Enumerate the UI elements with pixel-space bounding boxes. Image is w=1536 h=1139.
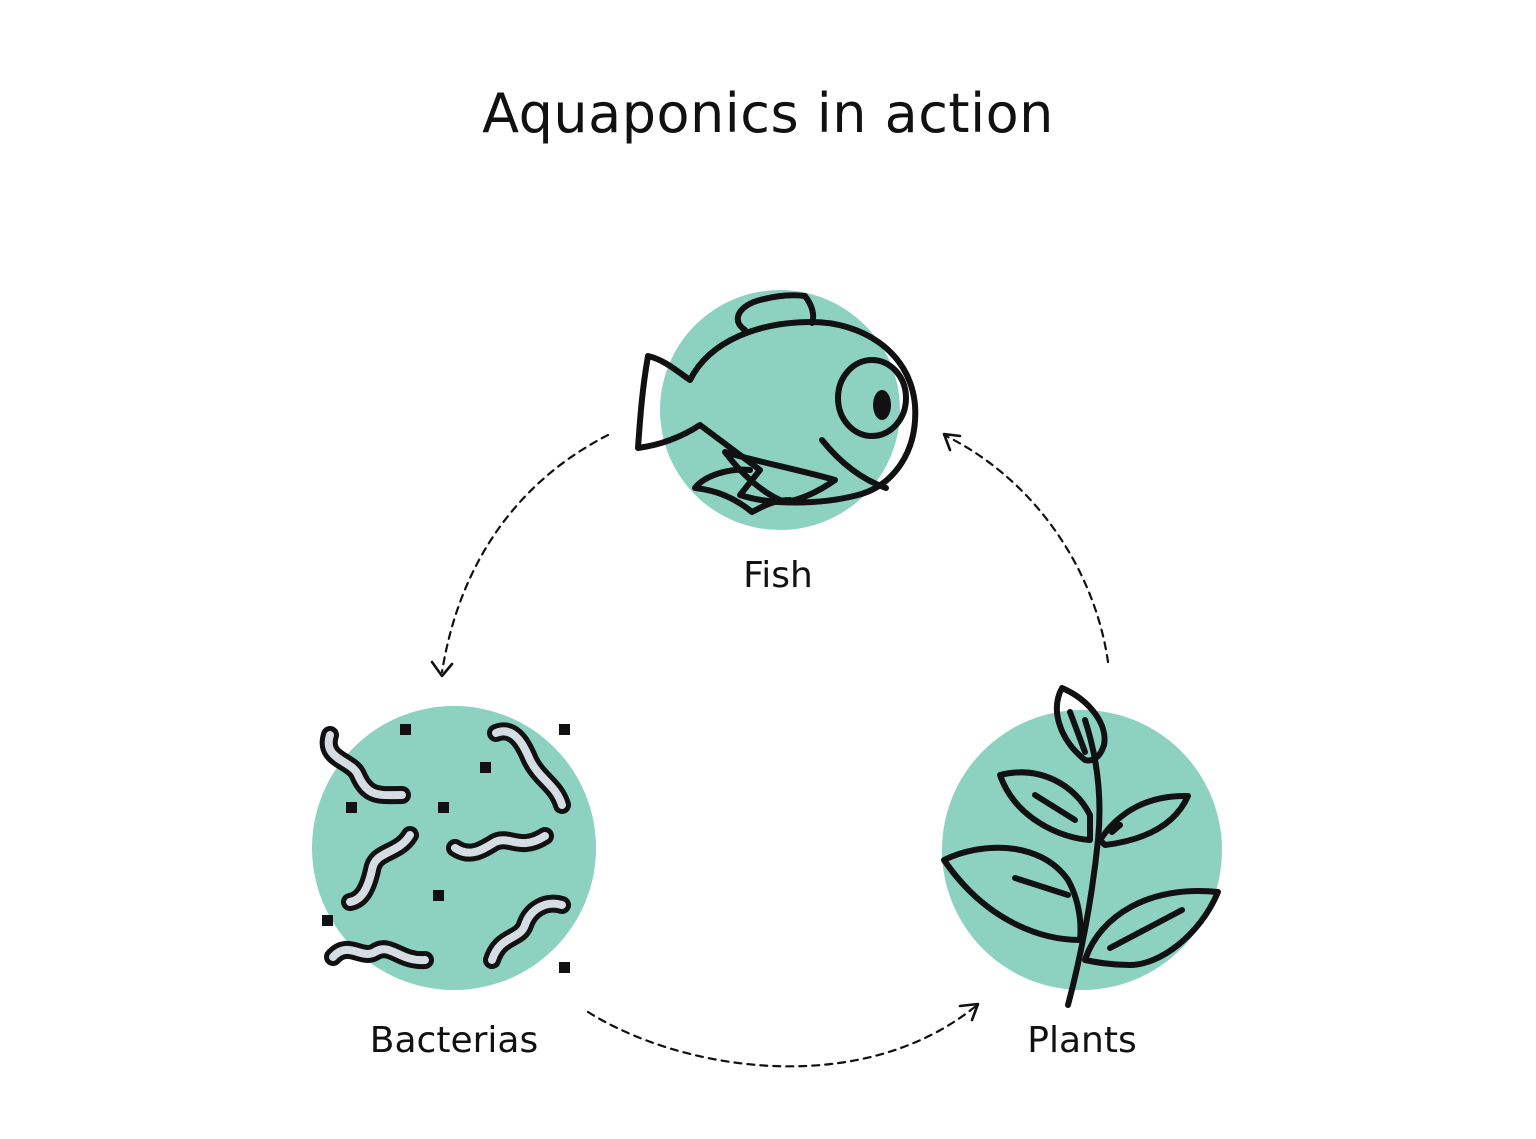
- plant-icon: [941, 685, 1221, 1008]
- bacteria-dot: [480, 762, 491, 773]
- bacteria-dot: [322, 915, 333, 926]
- fish-node: [635, 290, 919, 530]
- bacteria-dot: [438, 802, 449, 813]
- bacteria-dot: [433, 890, 444, 901]
- fish-icon: [635, 292, 919, 515]
- leaf: [1082, 888, 1221, 968]
- bacteria-worm: [341, 826, 419, 911]
- leaf: [1053, 685, 1108, 764]
- plants-node: [941, 685, 1222, 1008]
- leaf: [1097, 792, 1191, 848]
- plants-label: Plants: [1027, 1020, 1137, 1061]
- bacteria-dot: [559, 724, 570, 735]
- bacteria-worm: [319, 726, 411, 805]
- bacteria-label: Bacterias: [369, 1020, 539, 1061]
- leaf: [941, 844, 1084, 943]
- bacteria-dot: [559, 962, 570, 973]
- fish-label: Fish: [743, 555, 813, 596]
- bacteria-worm: [487, 722, 571, 814]
- bacteria-dot: [346, 802, 357, 813]
- arrow-fish-to-bacteria: [430, 433, 610, 678]
- bacteria-worm: [324, 940, 434, 970]
- arrow-bacteria-to-plants: [586, 1002, 980, 1068]
- bacteria-worm: [483, 894, 571, 969]
- diagram-title: Aquaponics in action: [482, 82, 1054, 145]
- bacteria-icon: [319, 722, 571, 973]
- leaf: [997, 769, 1093, 843]
- bacteria-node: [312, 706, 596, 990]
- bacteria-worm: [446, 827, 554, 862]
- bacteria-dot: [400, 724, 411, 735]
- arrow-plants-to-fish: [942, 432, 1110, 664]
